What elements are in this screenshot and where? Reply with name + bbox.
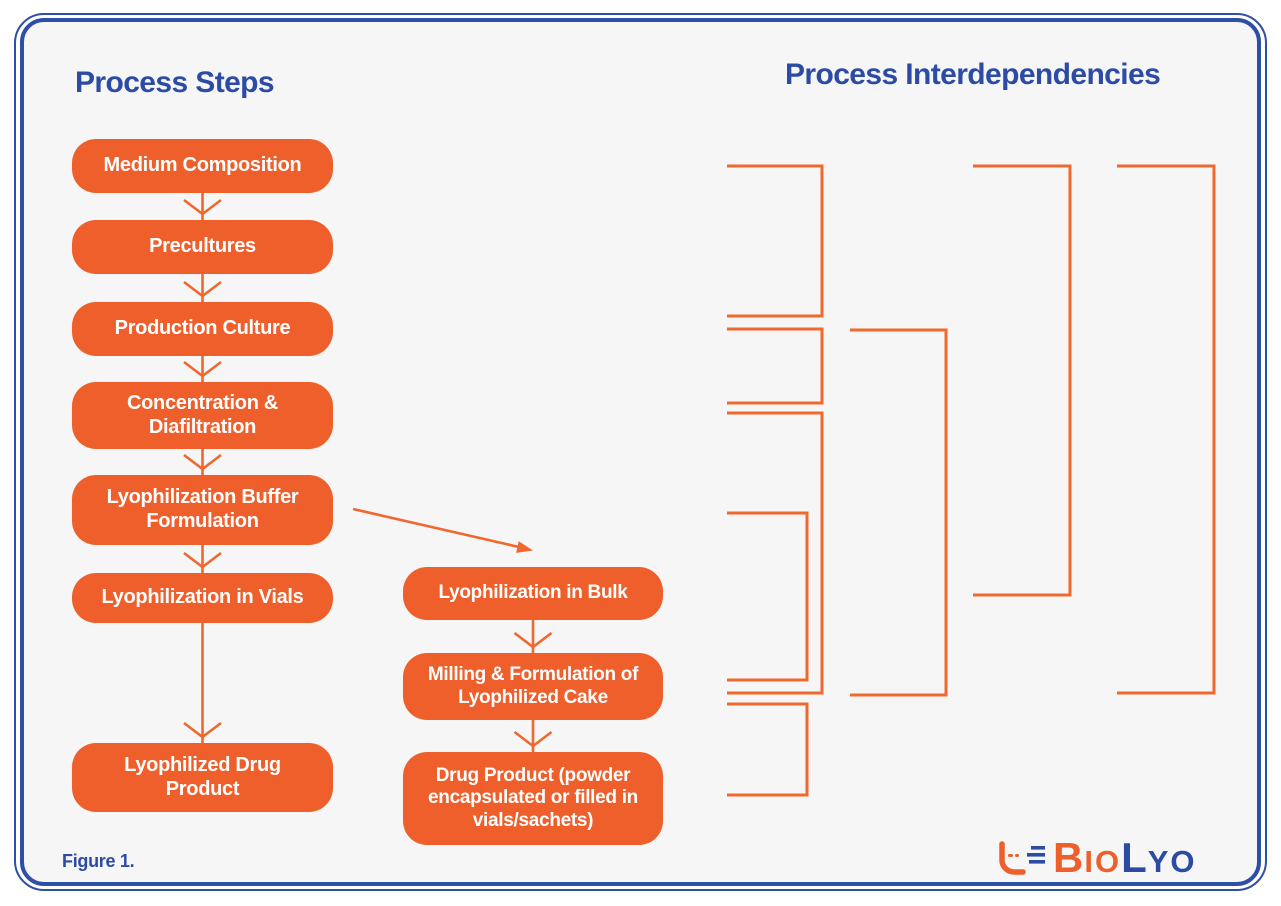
flow-arrow [183, 545, 222, 573]
flow-arrow [183, 449, 222, 475]
step-medium-composition: Medium Composition [72, 139, 333, 193]
panel-outer-border [14, 13, 1267, 891]
flow-arrow [183, 356, 222, 382]
logo-text-bio-initial: B [1053, 834, 1085, 881]
interdependency-bracket [1117, 164, 1216, 695]
step-lyophilization-in-vials: Lyophilization in Vials [72, 573, 333, 623]
step-lyophilization-in-bulk: Lyophilization in Bulk [403, 567, 663, 620]
interdependency-bracket [850, 328, 948, 697]
flow-arrow [513, 720, 553, 752]
flow-arrow [513, 620, 553, 653]
process-steps-title: Process Steps [75, 66, 275, 99]
interdependency-bracket [727, 702, 809, 797]
process-interdependencies-title: Process Interdependencies [785, 58, 1161, 91]
interdependency-bracket [727, 327, 824, 405]
logo-text-lyo-rest: YO [1147, 844, 1197, 879]
interdependency-bracket [727, 411, 824, 695]
interdependency-bracket [973, 164, 1072, 597]
step-concentration-diafiltration: Concentration & Diafiltration [72, 382, 333, 449]
logo-text-bio-rest: IO [1084, 844, 1122, 879]
step-lyophilization-buffer-formulation: Lyophilization Buffer Formulation [72, 475, 333, 545]
flow-arrow [183, 274, 222, 302]
biolyo-logo-icon [995, 836, 1049, 882]
interdependency-bracket [727, 511, 809, 682]
step-milling-formulation-lyophilized-cake: Milling & Formulation of Lyophilized Cak… [403, 653, 663, 720]
step-precultures: Precultures [72, 220, 333, 274]
flow-arrow [183, 623, 222, 743]
step-production-culture: Production Culture [72, 302, 333, 356]
step-lyophilized-drug-product: Lyophilized Drug Product [72, 743, 333, 812]
flow-arrow [183, 193, 222, 220]
figure-label: Figure 1. [62, 851, 135, 871]
logo-text-lyo-initial: L [1121, 834, 1148, 881]
interdependency-brackets [727, 164, 1216, 797]
branch-arrow [352, 507, 533, 553]
interdependency-bracket [727, 164, 824, 318]
step-drug-product-powder: Drug Product (powder encapsulated or fil… [403, 752, 663, 845]
